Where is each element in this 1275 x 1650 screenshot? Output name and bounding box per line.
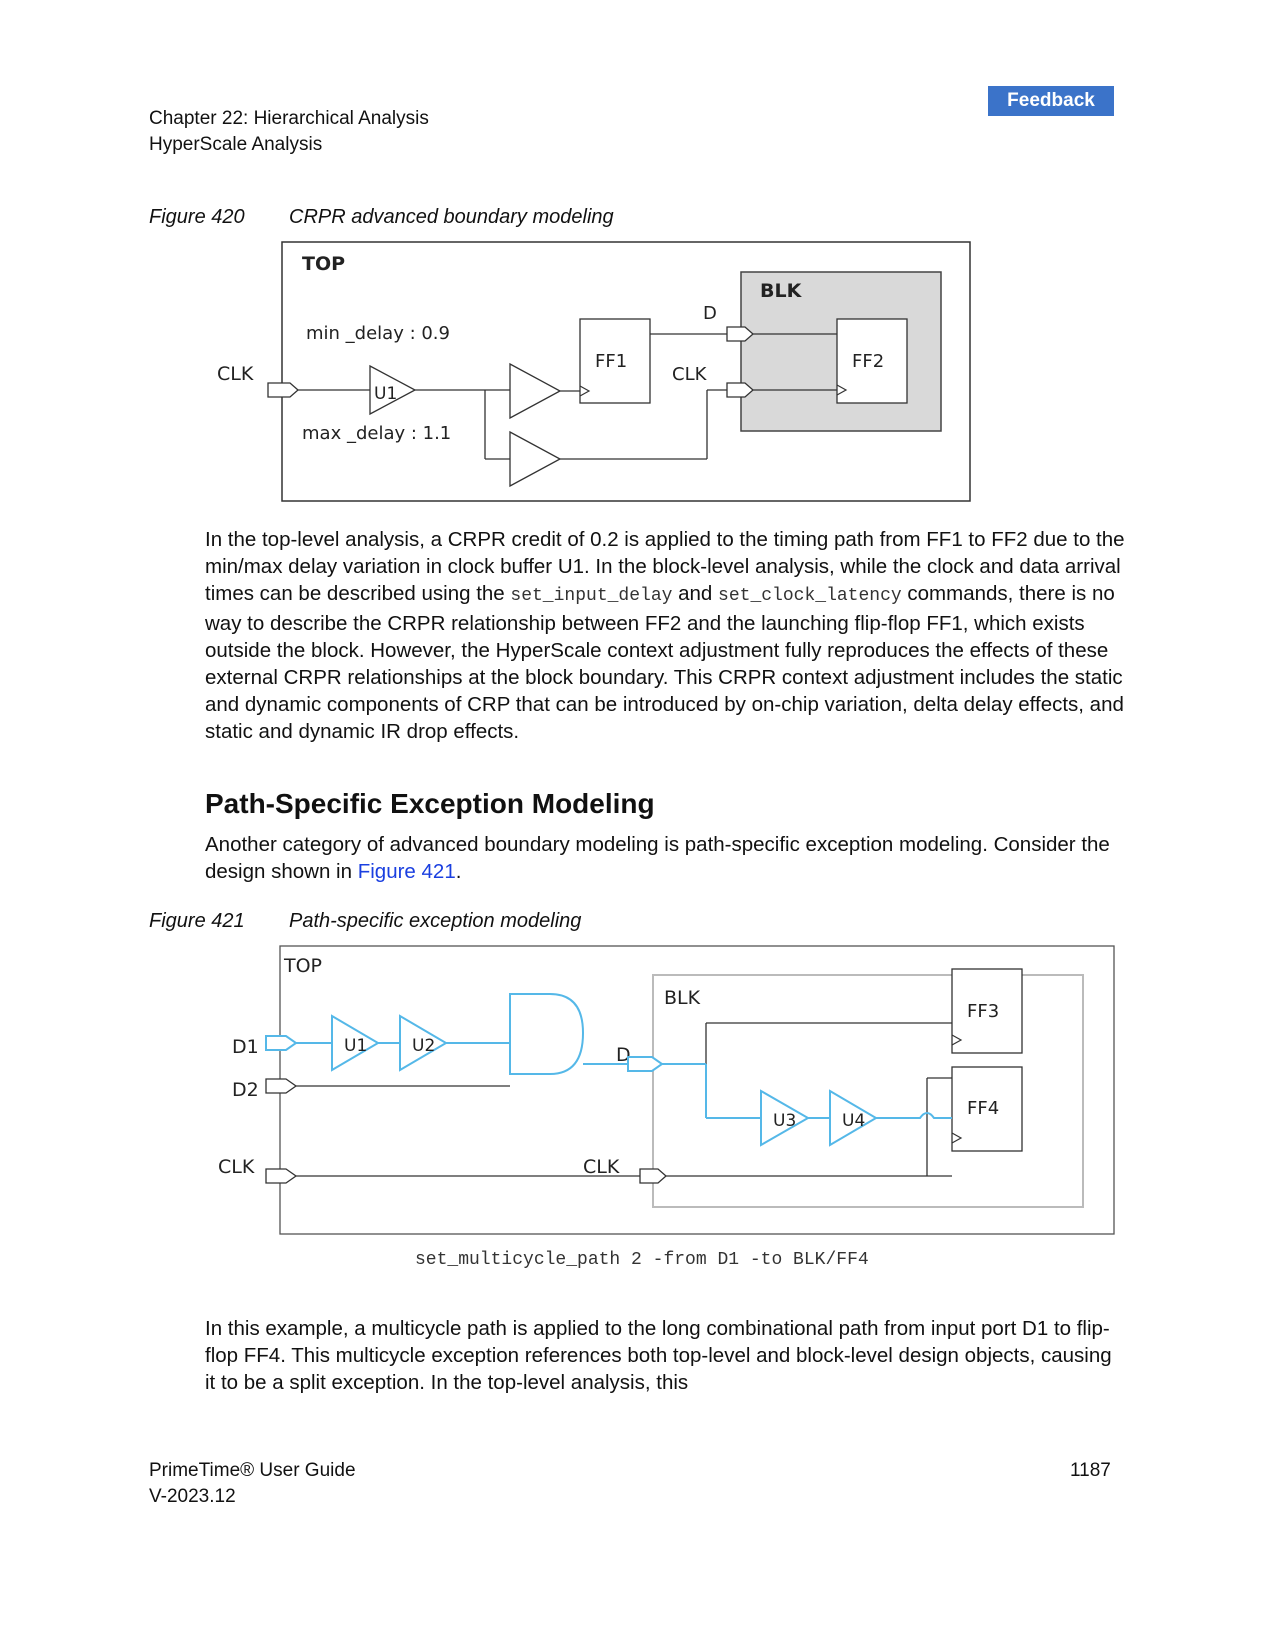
ff2-label: FF2: [852, 351, 884, 372]
running-header: Chapter 22: Hierarchical Analysis HyperS…: [149, 106, 429, 158]
chapter-title: Chapter 22: Hierarchical Analysis: [149, 108, 429, 129]
page-number: 1187: [1070, 1460, 1111, 1481]
footer-left: PrimeTime® User Guide V-2023.12: [149, 1458, 356, 1510]
u2-label: U2: [412, 1036, 435, 1056]
d2-port-label: D2: [232, 1079, 259, 1101]
u1-label: U1: [344, 1036, 367, 1056]
clock-pin-icon: [836, 384, 848, 396]
clock-pin-icon: [579, 385, 591, 397]
top-label: TOP: [302, 253, 345, 275]
u3-label: U3: [773, 1111, 796, 1131]
max-delay-label: max _delay : 1.1: [302, 423, 451, 444]
figure-421-caption: Figure 421 Path-specific exception modeli…: [149, 910, 581, 933]
d-label: D: [616, 1044, 631, 1066]
and-gate-icon: [509, 993, 585, 1075]
ff4-label: FF4: [967, 1098, 999, 1119]
paragraph-exception-intro: Another category of advanced boundary mo…: [205, 831, 1125, 885]
para2-text: .: [455, 860, 462, 883]
blk-clk-port-icon: [639, 1168, 667, 1184]
figure-title: Path-specific exception modeling: [289, 910, 582, 932]
ff3-label: FF3: [967, 1001, 999, 1022]
para2-text: Another category of advanced boundary mo…: [205, 833, 1110, 883]
blk-d-port-icon: [627, 1056, 664, 1072]
figure-420-diagram: TOP BLK CLK min _delay : 0.9 max _delay …: [217, 241, 971, 502]
section-title: Path-Specific Exception Modeling: [205, 788, 655, 819]
figure-number: Figure 421: [149, 910, 245, 932]
clk-port-label: CLK: [218, 1156, 255, 1178]
figure-420-caption: Figure 420 CRPR advanced boundary modelin…: [149, 206, 614, 229]
buffer-u2-icon: [399, 1014, 448, 1072]
buffer-icon: [509, 362, 562, 420]
blk-clk-label: CLK: [672, 364, 708, 385]
blk-label: BLK: [760, 280, 803, 302]
figure-number: Figure 420: [149, 206, 245, 228]
code-set-clock-latency: set_clock_latency: [718, 586, 902, 606]
para1-text: In the top-level analysis, a CRPR credit…: [205, 528, 1125, 605]
product-version: V-2023.12: [149, 1486, 236, 1507]
d2-port-icon: [265, 1078, 298, 1094]
d-label: D: [703, 303, 717, 324]
clk-port-label: CLK: [217, 363, 254, 385]
ff3-box: [951, 968, 1023, 1054]
clock-pin-icon: [951, 1132, 963, 1144]
blk-clk-label: CLK: [583, 1156, 620, 1178]
section-name: HyperScale Analysis: [149, 134, 323, 155]
blk-d-port-icon: [726, 326, 754, 342]
figure-421-diagram: TOP BLK D1 D2 CLK CLK D FF3 FF4: [218, 945, 1115, 1235]
buffer-u3-icon: [760, 1089, 811, 1147]
clk-port-icon: [265, 1168, 298, 1184]
blk-clk-port-icon: [726, 382, 754, 398]
d1-port-icon: [265, 1035, 298, 1051]
para1-text: and: [672, 582, 719, 605]
u1-label: U1: [374, 384, 397, 404]
buffer-u1-icon: [331, 1014, 380, 1072]
min-delay-label: min _delay : 0.9: [306, 323, 450, 344]
figure-title: CRPR advanced boundary modeling: [289, 206, 614, 228]
product-name: PrimeTime® User Guide: [149, 1460, 356, 1481]
para1-text: commands, there is no way to describe th…: [205, 582, 1124, 743]
ff4-box: [951, 1066, 1023, 1152]
d1-port-label: D1: [232, 1036, 259, 1058]
paragraph-crpr: In the top-level analysis, a CRPR credit…: [205, 526, 1125, 745]
ff1-box: [579, 318, 651, 404]
code-set-input-delay: set_input_delay: [510, 586, 673, 606]
ff2-box: [836, 318, 908, 404]
feedback-button[interactable]: Feedback: [988, 86, 1114, 116]
blk-label: BLK: [664, 987, 701, 1009]
ff1-label: FF1: [595, 351, 627, 372]
paragraph-multicycle: In this example, a multicycle path is ap…: [205, 1317, 1112, 1394]
u4-label: U4: [842, 1111, 865, 1131]
buffer-u4-icon: [829, 1089, 878, 1147]
clock-pin-icon: [951, 1034, 963, 1046]
clk-port-icon: [267, 382, 299, 398]
top-label: TOP: [283, 955, 322, 977]
multicycle-command: set_multicycle_path 2 -from D1 -to BLK/F…: [415, 1250, 869, 1270]
figure-421-link[interactable]: Figure 421: [357, 860, 456, 883]
